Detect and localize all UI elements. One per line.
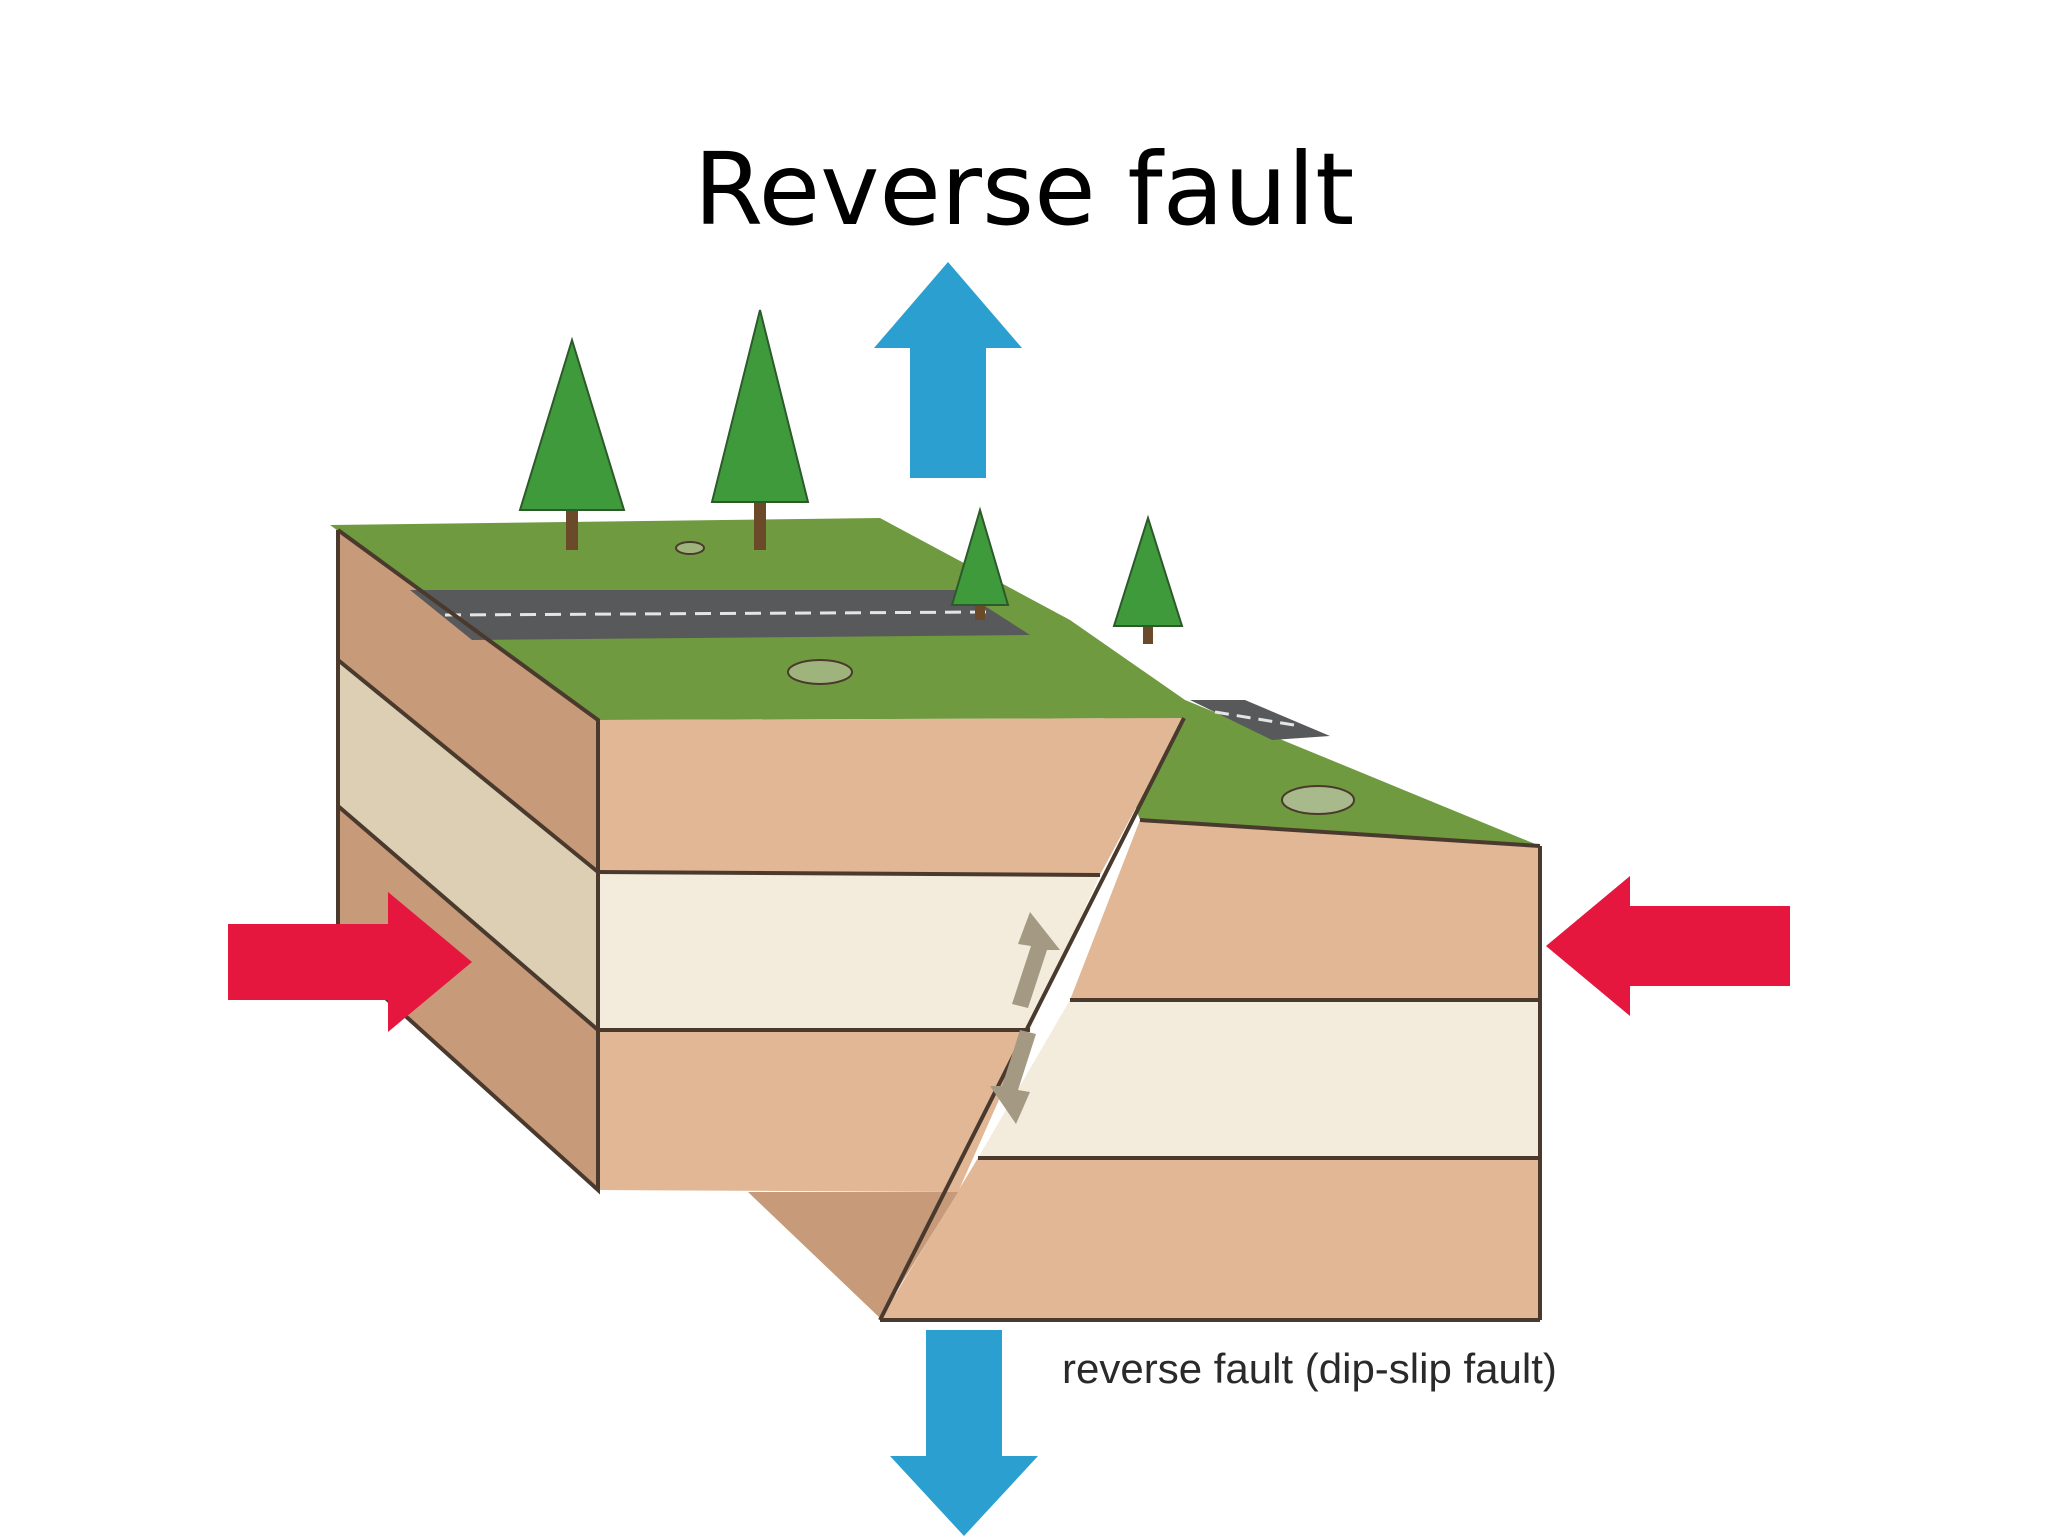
- boundary-line: [336, 658, 600, 874]
- footwall-layer-bottom: [880, 1158, 1540, 1320]
- tree-icon: [710, 309, 810, 550]
- footwall-road-stripe: [1214, 710, 1301, 728]
- slip-arrows: [990, 912, 1060, 1124]
- footwall-layer-top: [1070, 820, 1540, 1000]
- diagram-caption: reverse fault (dip-slip fault): [1062, 1345, 1557, 1392]
- blue-arrow-down-icon: [890, 1330, 1038, 1536]
- red-arrow-left-icon: [228, 892, 472, 1032]
- rocks: [675, 541, 1355, 815]
- boundary-line: [597, 870, 1101, 877]
- hanging-wall-layer-top: [598, 718, 1184, 875]
- slide-title: Reverse fault: [693, 131, 1355, 248]
- footwall-layer-middle: [978, 1000, 1540, 1158]
- footwall-block: [880, 620, 1540, 1320]
- hanging-wall-road: [410, 590, 1030, 640]
- hanging-wall-road-stripe: [444, 610, 996, 617]
- vertical-motion-arrows: [874, 262, 1038, 1536]
- tree-icon: [950, 506, 1010, 620]
- red-arrow-right-icon: [1546, 876, 1790, 1016]
- rock-icon: [675, 541, 705, 555]
- tree-icon: [518, 336, 626, 550]
- boundary-line: [336, 804, 600, 1032]
- tree-icon: [1112, 514, 1184, 644]
- hanging-wall-layer-bottom: [598, 1030, 1030, 1192]
- hanging-wall-outline: [336, 528, 600, 1195]
- boundary-line: [1139, 818, 1541, 848]
- hanging-wall-underside: [748, 1192, 958, 1318]
- footwall-grass-surface: [1070, 620, 1540, 846]
- slip-arrow-up-icon: [1012, 912, 1060, 1008]
- hanging-wall-side-middle: [338, 660, 598, 1030]
- hanging-wall-layer-middle: [598, 872, 1100, 1030]
- rock-icon: [787, 659, 853, 685]
- rock-icon: [1281, 785, 1355, 815]
- blue-arrow-up-icon: [874, 262, 1022, 478]
- hanging-wall-side-top: [338, 530, 598, 872]
- fault-plane-line: [878, 717, 1186, 1321]
- slip-arrow-down-icon: [990, 1030, 1036, 1124]
- layer-boundaries: [336, 658, 1542, 1322]
- compression-arrows: [228, 876, 1790, 1032]
- trees: [518, 309, 1184, 644]
- hanging-wall-side-bottom: [338, 806, 598, 1190]
